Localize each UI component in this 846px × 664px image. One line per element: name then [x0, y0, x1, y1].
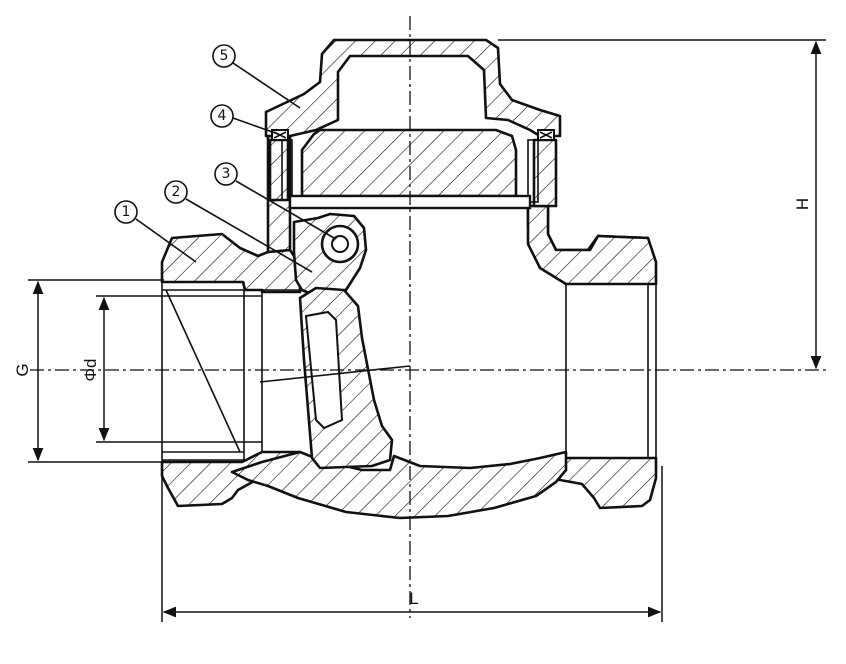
- right-port: [565, 282, 657, 462]
- valve-disc: [298, 286, 394, 470]
- hinge-pin: [331, 235, 349, 253]
- right-end-top-lip: [526, 204, 658, 286]
- dimension-bore: Φd: [81, 295, 262, 443]
- dimension-height: H: [498, 39, 826, 370]
- bore-label: Φd: [81, 358, 100, 381]
- callout-2: 2: [164, 180, 313, 273]
- left-port: [161, 281, 300, 462]
- callout-1-circle: [114, 200, 138, 224]
- callout-4-circle: [210, 104, 234, 128]
- right-thread-band: [527, 139, 539, 203]
- thread-label: G: [13, 363, 32, 376]
- callout-1-leader: [135, 218, 197, 263]
- callout-4-leader: [232, 117, 279, 135]
- bonnet-shell: [264, 38, 562, 138]
- callout-5: 5: [212, 44, 301, 109]
- callout-1-number: 1: [122, 204, 131, 220]
- callout-2-leader: [185, 198, 313, 273]
- callout-3: 3: [214, 162, 335, 239]
- callout-4: 4: [210, 104, 279, 135]
- disc-axis-line: [259, 365, 411, 383]
- body-bottom-wall: [230, 450, 568, 520]
- valve-bonnet: [264, 38, 562, 208]
- callout-3-number: 3: [222, 166, 231, 182]
- left-thread-diagonal: [165, 289, 241, 453]
- gasket: [271, 129, 555, 141]
- callout-5-leader: [232, 62, 301, 109]
- disc-arm: [292, 212, 368, 300]
- callout-2-circle: [164, 180, 188, 204]
- dimension-thread: G: [13, 279, 164, 463]
- length-label: L: [409, 589, 418, 608]
- height-label: H: [793, 198, 812, 210]
- gasket-right-cross: [539, 131, 553, 139]
- callout-3-circle: [214, 162, 238, 186]
- bonnet-left-skirt: [268, 138, 290, 202]
- bonnet-inner-cap: [300, 128, 518, 198]
- dimension-length: L: [161, 466, 663, 622]
- callout-2-number: 2: [172, 184, 181, 200]
- callout-5-circle: [212, 44, 236, 68]
- callout-3-leader: [235, 180, 335, 239]
- callout-5-number: 5: [220, 48, 229, 64]
- callout-4-number: 4: [218, 108, 227, 124]
- callout-1: 1: [114, 200, 197, 263]
